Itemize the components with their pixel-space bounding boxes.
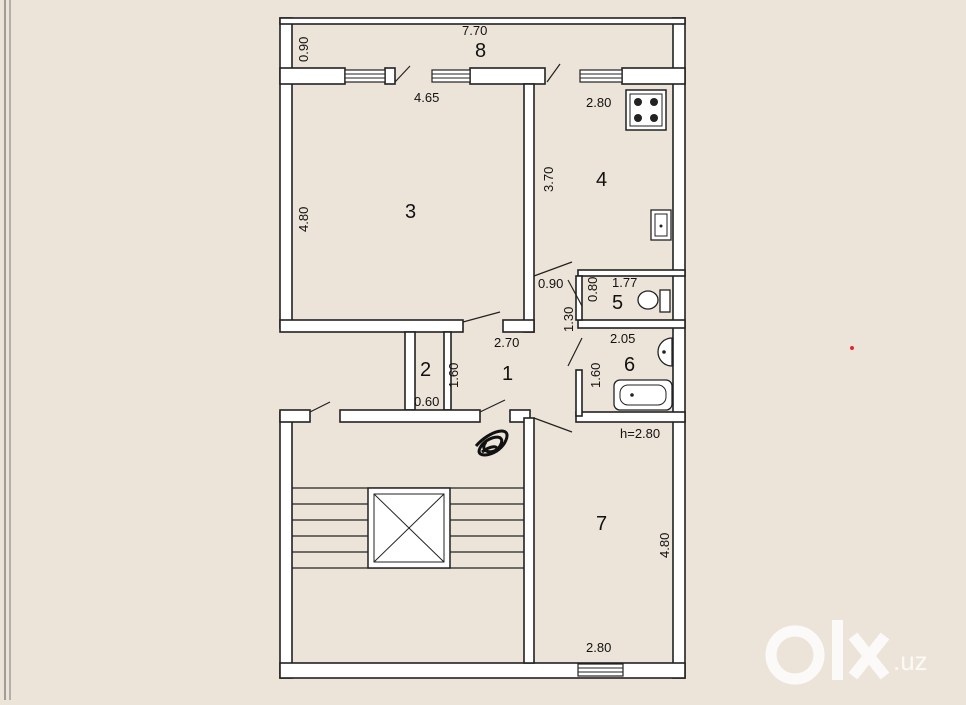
room-label-3: 3: [405, 201, 416, 223]
olx-logo: .uz: [765, 620, 928, 685]
room-label-4: 4: [596, 169, 607, 191]
room-label-7: 7: [596, 513, 607, 535]
dim-wc-depth: 0.80: [585, 277, 600, 302]
dim-balcony-length: 7.70: [462, 23, 487, 38]
room-label-1: 1: [502, 363, 513, 385]
doors: [309, 63, 583, 433]
stove-icon: [625, 89, 667, 131]
dim-wc-width: 1.77: [612, 275, 637, 290]
dim-hall-width: 2.70: [494, 335, 519, 350]
dim-room3-length: 4.80: [296, 207, 311, 232]
dim-closet-length: 1.60: [446, 363, 461, 388]
dim-wc-door: 0.90: [538, 276, 563, 291]
dim-balcony-depth: 0.90: [296, 37, 311, 62]
dim-room3-width: 4.65: [414, 90, 439, 105]
toilet-icon: [637, 289, 671, 313]
dim-kitchen-length: 3.70: [541, 167, 556, 192]
red-dot: [850, 346, 854, 350]
room-label-2: 2: [420, 359, 431, 381]
olx-domain-text: .uz: [893, 646, 928, 676]
sink-icon: [650, 209, 672, 241]
washbasin-icon: [657, 337, 673, 367]
dim-room7-length: 4.80: [657, 533, 672, 558]
dim-room7-width: 2.80: [586, 640, 611, 655]
dim-bath-length: 1.60: [588, 363, 603, 388]
room-label-6: 6: [624, 354, 635, 376]
bathtub-icon: [613, 379, 673, 411]
dim-closet-width: 0.60: [414, 394, 439, 409]
walls: [279, 17, 686, 679]
height-label: h=2.80: [620, 426, 660, 441]
windows: [344, 69, 624, 677]
room-label-5: 5: [612, 292, 623, 314]
dim-bath-width: 2.05: [610, 331, 635, 346]
dim-kitchen-width: 2.80: [586, 95, 611, 110]
dim-corridor-side: 1.30: [561, 307, 576, 332]
scribble-mark: [474, 429, 509, 457]
room-label-8: 8: [475, 40, 486, 62]
staircase: [292, 487, 524, 569]
